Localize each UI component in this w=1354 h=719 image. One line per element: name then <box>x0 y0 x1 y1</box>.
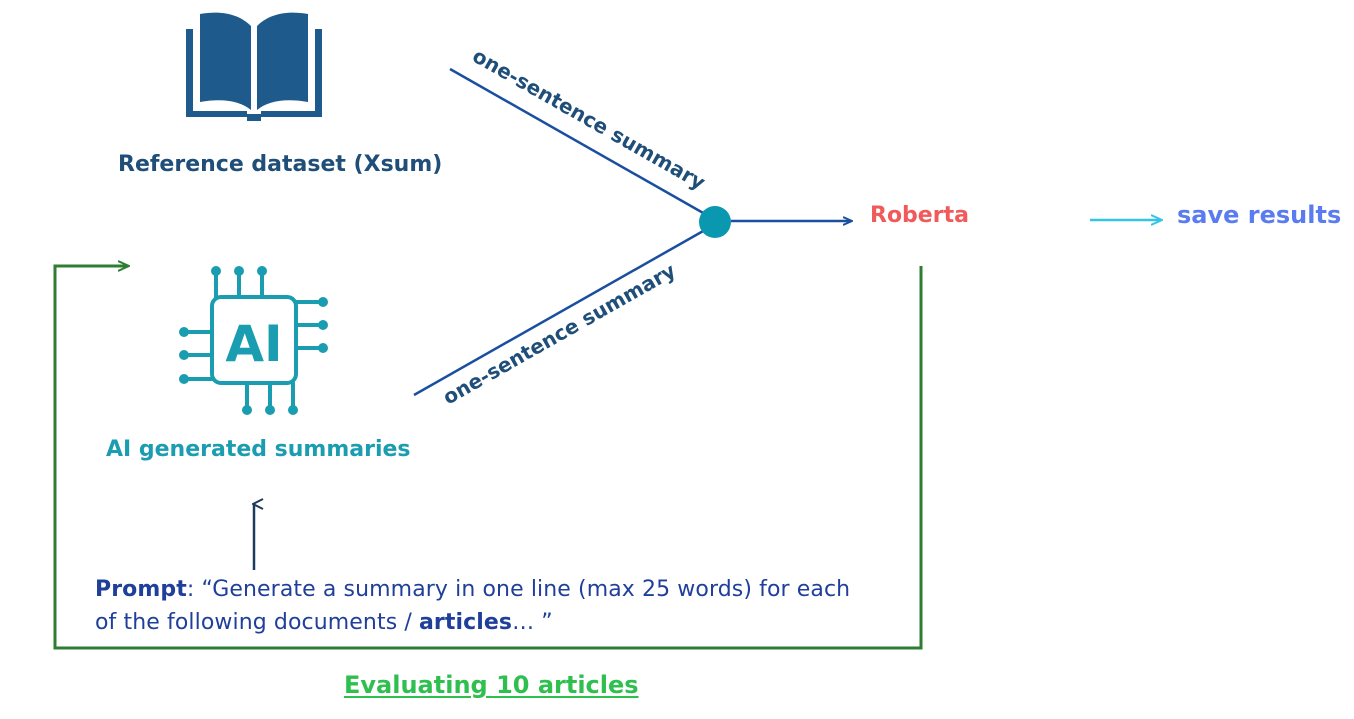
prompt-separator: : <box>186 577 202 602</box>
save-results-label: save results <box>1177 201 1342 229</box>
evaluating-caption: Evaluating 10 articles <box>344 671 639 699</box>
roberta-label: Roberta <box>870 203 969 228</box>
ai-chip-text: AI <box>225 315 282 373</box>
ai-edge-line <box>413 224 713 397</box>
reference-edge-label: one-sentence summary <box>469 43 710 194</box>
ai-summaries-label: AI generated summaries <box>106 437 411 462</box>
prompt-body-end: … ” <box>512 610 553 635</box>
ai-edge-label: one-sentence summary <box>439 258 680 409</box>
reference-edge-line <box>449 67 713 220</box>
prompt-text: Prompt: “Generate a summary in one line … <box>95 573 855 639</box>
reference-dataset-label: Reference dataset (Xsum) <box>118 152 443 177</box>
prompt-body-start: “Generate a summary in one line (max 25 … <box>95 577 851 635</box>
junction-dot <box>699 206 731 238</box>
book-icon <box>186 12 322 121</box>
prompt-emphasis: articles <box>418 610 513 635</box>
ai-chip-icon: AI <box>179 266 328 415</box>
prompt-keyword: Prompt <box>95 577 187 602</box>
loop-arrow <box>53 266 923 650</box>
